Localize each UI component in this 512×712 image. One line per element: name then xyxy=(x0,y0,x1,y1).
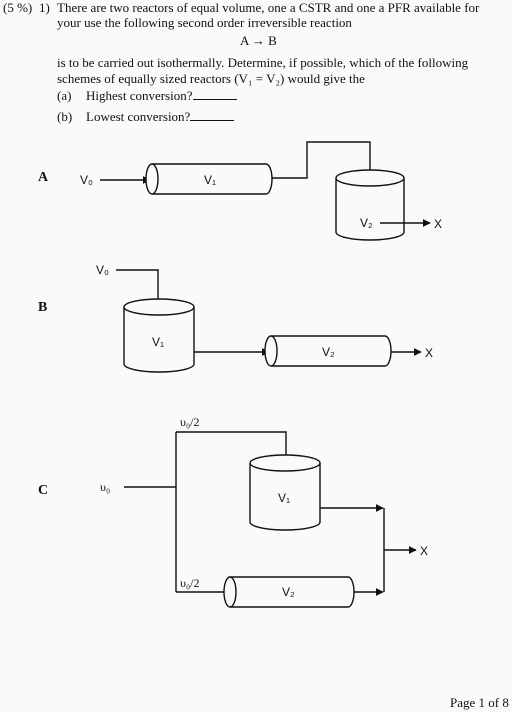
scheme-b-inlet-label: V₀ xyxy=(96,263,109,277)
scheme-a-cstr xyxy=(335,169,405,241)
scheme-c-outlet-label: X xyxy=(420,544,428,558)
scheme-c-cstr xyxy=(249,454,321,531)
scheme-c-reactor1-label: V₁ xyxy=(278,491,290,505)
scheme-b-inlet-arrow xyxy=(116,269,162,311)
scheme-b-label: B xyxy=(38,300,48,315)
scheme-a-label: A xyxy=(38,170,49,185)
scheme-a-outlet-label: X xyxy=(434,217,442,231)
scheme-c-label: C xyxy=(38,483,49,498)
answer-blank-b xyxy=(190,109,235,121)
part-a-label: (a) xyxy=(57,88,72,103)
scheme-a-reactor1-label: V₁ xyxy=(204,173,216,187)
scheme-c-pfr xyxy=(223,576,355,608)
points-label: (5 %) xyxy=(3,0,33,15)
scheme-c-reactor2-label: V₂ xyxy=(282,585,295,599)
part-b-question: Lowest conversion? xyxy=(86,109,235,124)
answer-blank-a xyxy=(192,88,237,100)
scheme-a-connector-arrow xyxy=(272,141,374,181)
scheme-b-reactor1-label: V₁ xyxy=(152,335,164,349)
scheme-b-cstr xyxy=(123,298,195,373)
reaction-equation: A → B xyxy=(240,33,277,48)
scheme-c-inlet-label: υ₀ xyxy=(100,480,110,494)
scheme-a-inlet-label: V₀ xyxy=(80,173,93,187)
scheme-b-outlet-label: X xyxy=(425,346,433,360)
problem-line-3: is to be carried out isothermally. Deter… xyxy=(57,55,469,70)
part-b-label: (b) xyxy=(57,109,73,124)
problem-line-1: There are two reactors of equal volume, … xyxy=(57,0,480,15)
scheme-c xyxy=(124,431,417,608)
scheme-c-split-top-label: υ₀/2 xyxy=(180,415,199,429)
scheme-a xyxy=(100,141,431,241)
scheme-b xyxy=(116,269,422,373)
part-a-text: Highest conversion? xyxy=(86,88,193,103)
part-b-text: Lowest conversion? xyxy=(86,109,191,124)
page-number: Page 1 of 8 xyxy=(450,695,509,710)
scheme-a-reactor2-label: V₂ xyxy=(360,216,373,230)
part-a-question: Highest conversion? xyxy=(86,88,237,103)
scheme-b-pfr xyxy=(264,335,392,367)
scheme-b-reactor2-label: V₂ xyxy=(322,345,335,359)
scheme-c-split-bottom-label: υ₀/2 xyxy=(180,576,199,590)
problem-line-2: your use the following second order irre… xyxy=(57,15,352,30)
problem-line-4: schemes of equally sized reactors (V₁ = … xyxy=(57,71,365,86)
question-number: 1) xyxy=(39,0,50,15)
scheme-a-pfr xyxy=(145,163,273,195)
